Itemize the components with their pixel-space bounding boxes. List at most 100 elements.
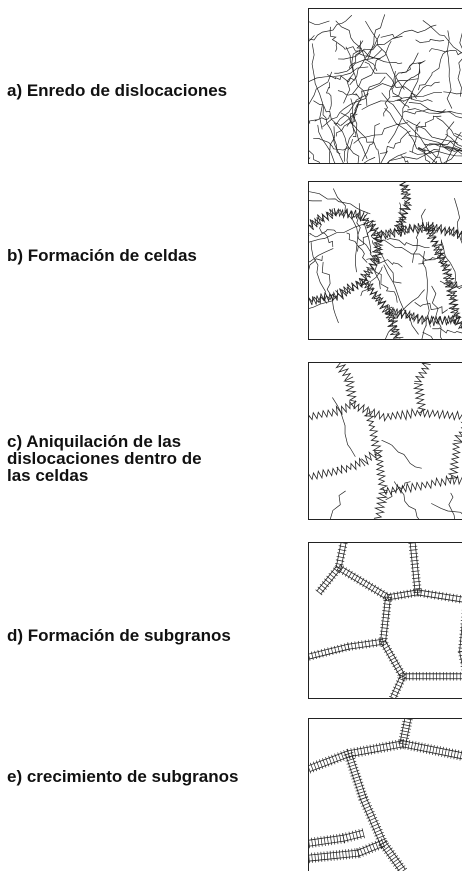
cell-wall (452, 474, 462, 486)
dislocation-line (387, 238, 430, 249)
boundary-hatch (336, 563, 391, 602)
subgrain-boundary (387, 589, 418, 596)
dislocation-line (386, 152, 407, 163)
dislocation-line (377, 148, 381, 163)
dislocation-line (317, 222, 334, 248)
panel-a-tangle (308, 8, 462, 164)
tangle-illustration (309, 14, 462, 163)
cell-wall (309, 292, 339, 303)
dislocation-line (311, 43, 324, 130)
dislocation-line (385, 327, 394, 339)
dislocation-line (340, 104, 362, 126)
cell-wall (368, 408, 390, 423)
cell-wall (423, 224, 452, 272)
dislocation-line (343, 40, 361, 104)
dislocation-line (349, 34, 380, 86)
dislocation-line (379, 130, 411, 154)
dislocation-line (322, 106, 341, 155)
dislocation-line (414, 302, 448, 314)
dislocation-line (408, 134, 462, 155)
cell-wall (412, 382, 427, 414)
dislocation-line (337, 35, 403, 60)
dislocation-line (329, 490, 346, 519)
dislocation-line (360, 266, 383, 297)
cell-wall (399, 182, 412, 203)
dislocation-line (363, 222, 381, 290)
subgrain-boundary (380, 596, 386, 642)
boundary-hatch (378, 840, 408, 871)
dislocation-line (309, 114, 330, 124)
subgrain-boundary (348, 746, 404, 758)
subgrain-boundary (459, 622, 462, 652)
dislocation-line (309, 20, 330, 25)
dislocation-line (350, 112, 357, 138)
cell-wall (427, 315, 458, 325)
cell-wall (441, 269, 462, 322)
dislocation-line (422, 331, 434, 339)
cell-wall (359, 277, 393, 313)
cell-wall (447, 442, 462, 480)
subgrain-formation-illustration (309, 543, 462, 698)
dislocation-line (357, 220, 376, 252)
dislocation-line (409, 150, 462, 157)
dislocation-line (309, 191, 371, 215)
dislocation-line (334, 49, 383, 74)
cell-wall (335, 277, 367, 300)
label-c-annihilation: c) Aniquilación de las dislocaciones den… (7, 432, 202, 485)
subgrain-boundary (336, 569, 388, 600)
subgrain-boundary (320, 568, 341, 595)
cell-wall (422, 409, 462, 422)
cell-wall (331, 400, 356, 417)
cell-wall (395, 201, 411, 232)
subgrain-boundary (350, 752, 367, 798)
cell-wall (427, 223, 462, 239)
dislocation-line (317, 124, 336, 163)
cell-wall (309, 409, 334, 421)
boundary-hatch (356, 838, 386, 858)
dislocation-line (363, 157, 376, 163)
boundary-hatch (408, 543, 422, 594)
subgrain-boundary (390, 674, 401, 698)
dislocation-line (410, 81, 440, 100)
cell-wall (337, 278, 364, 298)
cell-wall (388, 307, 429, 323)
dislocation-line (422, 20, 462, 54)
cell-wall (309, 466, 339, 481)
cell-wall (309, 289, 339, 306)
label-b-cells: b) Formación de celdas (7, 246, 197, 265)
dislocation-line (380, 24, 437, 39)
dislocation-line (309, 15, 353, 41)
dislocation-line (457, 32, 462, 97)
cell-wall (336, 457, 366, 475)
dislocation-line (415, 39, 445, 44)
cell-wall (399, 182, 411, 203)
dislocation-line (407, 108, 462, 115)
boundary-hatch (401, 738, 462, 761)
dislocation-line (346, 138, 353, 163)
cell-formation-illustration (309, 182, 462, 339)
dislocation-line (365, 20, 405, 90)
dislocation-line (418, 50, 448, 91)
dislocation-line (346, 232, 368, 263)
dislocation-line (381, 439, 422, 469)
dislocation-line (384, 108, 437, 163)
dislocation-line (445, 133, 462, 147)
dislocation-line (335, 113, 358, 137)
cell-wall (309, 208, 337, 231)
dislocation-line (329, 26, 338, 52)
cell-wall (425, 224, 450, 271)
dislocation-line (391, 88, 410, 109)
subgrain-boundary (347, 740, 403, 752)
boundary-hatch (309, 833, 345, 849)
dislocation-line (439, 280, 462, 288)
subgrain-boundary (401, 746, 462, 760)
cell-wall (444, 270, 461, 322)
dislocation-line (309, 150, 321, 163)
dislocation-line (381, 92, 431, 154)
dislocation-line (309, 157, 311, 160)
dislocation-line (400, 61, 425, 74)
dislocation-line (392, 60, 426, 97)
label-a-tangle: a) Enredo de dislocaciones (7, 81, 228, 100)
dislocation-line (332, 397, 356, 457)
